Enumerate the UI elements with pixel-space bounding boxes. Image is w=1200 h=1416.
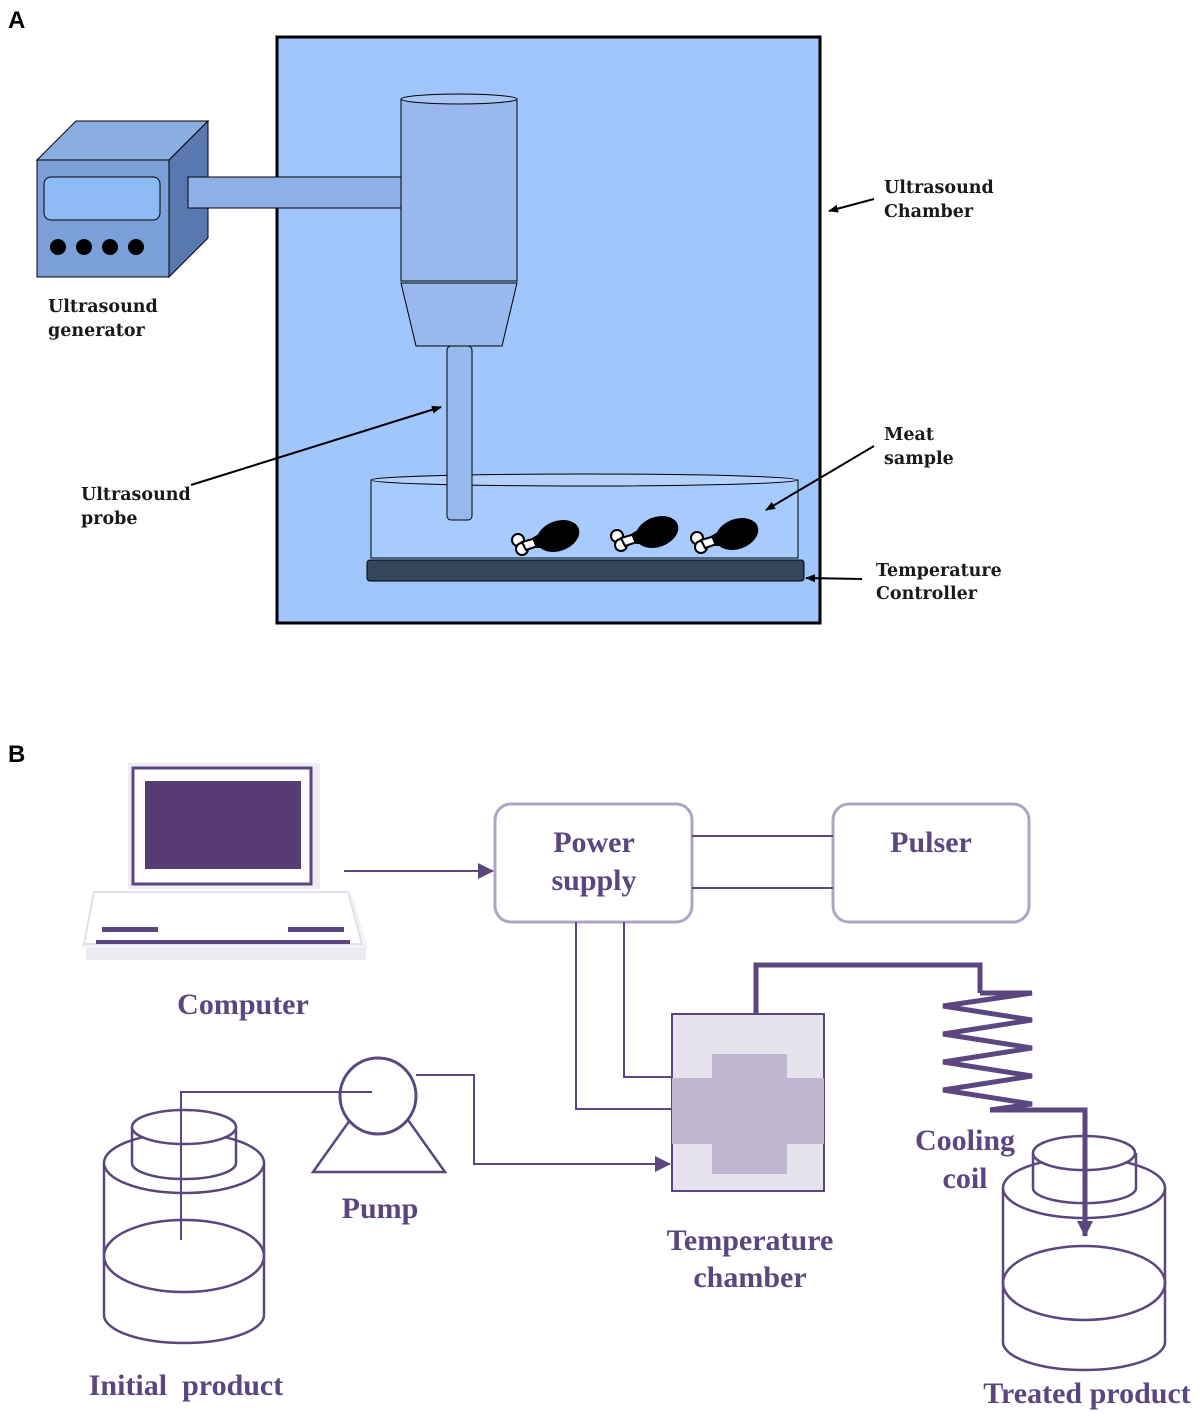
probe-arrow <box>190 405 442 486</box>
label-meat-sample-line1: Meat <box>884 425 934 445</box>
pulser-box <box>831 802 1031 924</box>
coil-to-treated-arrow <box>990 1107 1093 1237</box>
controller-arrow <box>805 574 863 583</box>
label-treated-product: Treated product <box>983 1377 1191 1410</box>
chamber-to-coil-line <box>753 962 983 1014</box>
power-supply-box <box>493 802 694 924</box>
cooling-coil <box>942 990 1033 1113</box>
pump-icon <box>310 1056 448 1174</box>
treated-product-container <box>1001 1134 1167 1372</box>
label-temperature-controller-line2: Controller <box>876 584 978 604</box>
ultrasound-probe <box>446 345 473 521</box>
panel-a-letter: A <box>8 7 25 34</box>
computer-icon <box>82 763 368 960</box>
meat-arrow <box>765 445 875 511</box>
generator-arm <box>187 176 403 209</box>
label-pulser: Pulser <box>890 826 972 859</box>
label-ultrasound-generator-line1: Ultrasound <box>48 297 158 317</box>
power-chamber-line <box>575 922 672 1110</box>
label-pump: Pump <box>342 1192 419 1225</box>
label-computer: Computer <box>177 988 309 1021</box>
power-chamber-line <box>623 922 672 1078</box>
label-ultrasound-chamber-line2: Chamber <box>884 202 974 222</box>
generator-screen <box>43 176 161 221</box>
initial-product-container <box>102 1108 266 1345</box>
ultrasound-generator <box>35 119 210 279</box>
label-temperature-chamber-line2: chamber <box>693 1261 806 1294</box>
label-cooling-coil-line1: Cooling <box>915 1124 1015 1157</box>
label-ultrasound-probe-line2: probe <box>81 509 138 529</box>
generator-knob <box>76 239 92 255</box>
initial-to-pump-line <box>180 1091 372 1240</box>
label-power-supply-line1: Power <box>553 826 635 859</box>
generator-knob <box>102 239 118 255</box>
label-power-supply-line2: supply <box>551 864 636 897</box>
label-ultrasound-chamber-line1: Ultrasound <box>884 178 994 198</box>
ultrasound-transducer <box>400 93 518 347</box>
temperature-controller-plate <box>366 559 805 582</box>
label-temperature-controller-line1: Temperature <box>876 561 1002 581</box>
generator-knob <box>128 239 144 255</box>
label-meat-sample-line2: sample <box>884 449 954 469</box>
label-initial-product: Initial product <box>89 1369 284 1402</box>
panel-b-letter: B <box>8 741 25 768</box>
generator-knob <box>50 239 66 255</box>
label-ultrasound-generator-line2: generator <box>48 321 146 341</box>
chamber-arrow <box>828 198 875 213</box>
label-temperature-chamber-line1: Temperature <box>667 1224 834 1257</box>
label-ultrasound-probe-line1: Ultrasound <box>81 485 191 505</box>
pump-to-chamber-arrow <box>416 1074 671 1172</box>
temperature-chamber <box>671 1013 825 1192</box>
label-cooling-coil-line2: coil <box>943 1162 988 1195</box>
